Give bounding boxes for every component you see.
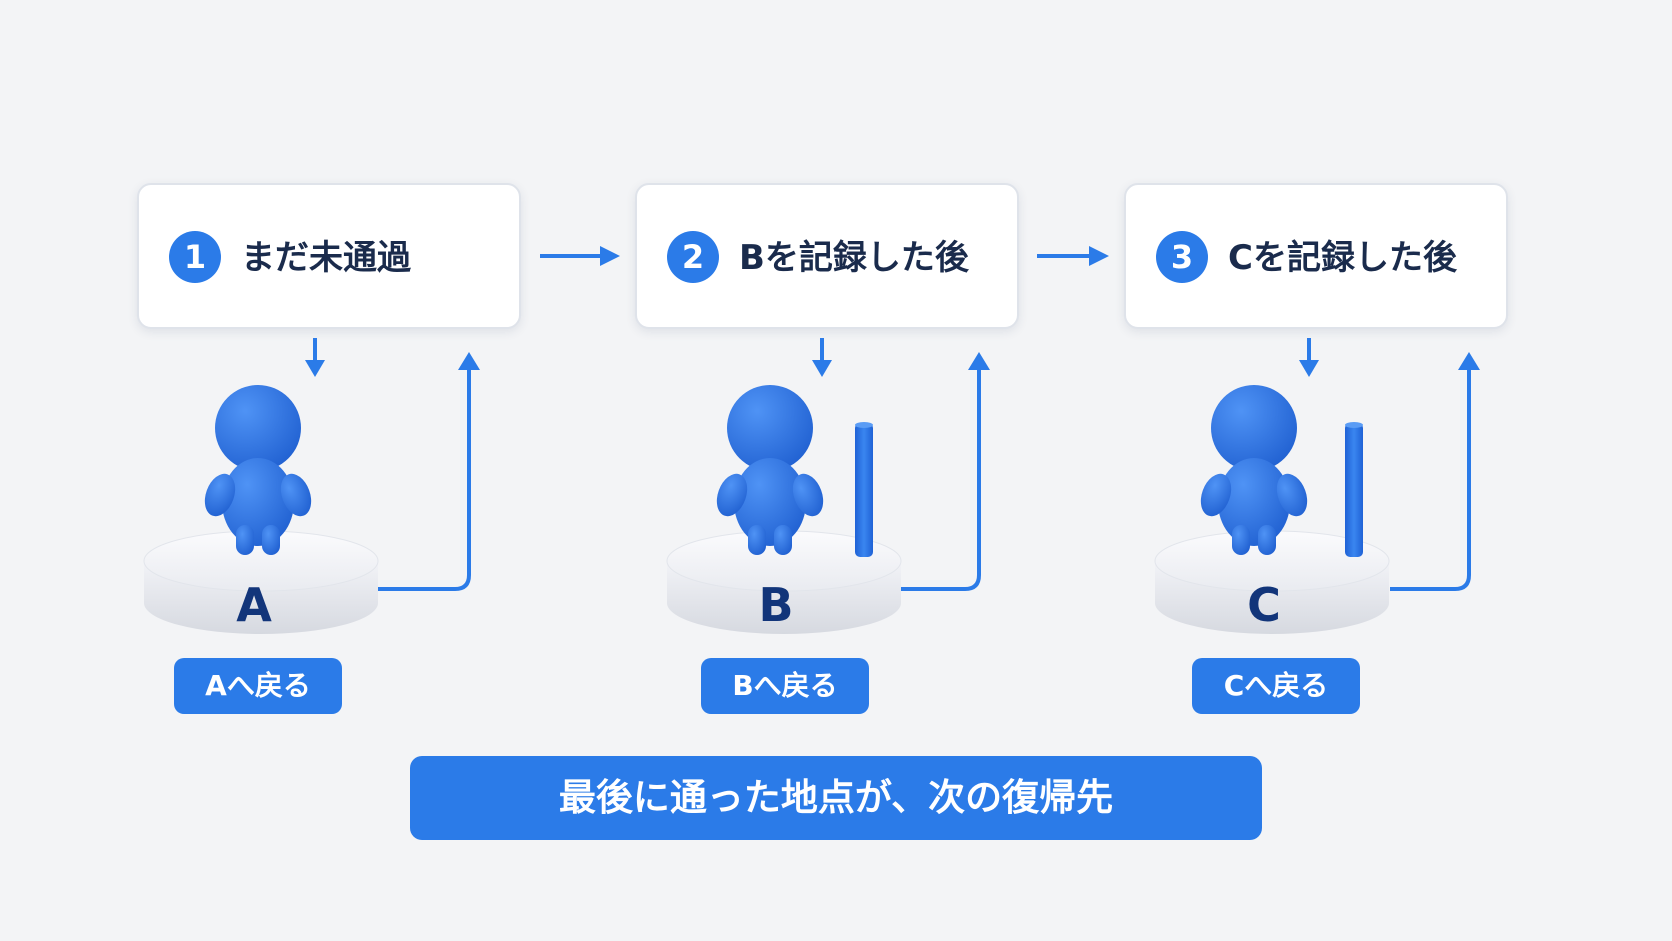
step-number-badge: 3 (1156, 231, 1208, 283)
step-number-badge: 2 (667, 231, 719, 283)
arrow-down-icon (812, 338, 832, 377)
point-letter-c: C (1247, 578, 1281, 632)
arrow-down-icon (1299, 338, 1319, 377)
return-to-b-button[interactable]: Bへ戻る (701, 658, 869, 714)
arrow-down-icon (305, 338, 325, 377)
step-label: Cを記録した後 (1228, 238, 1457, 278)
return-to-c-button[interactable]: Cへ戻る (1192, 658, 1360, 714)
step-card-2: 2 Bを記録した後 (635, 183, 1019, 329)
step-card-1: 1 まだ未通過 (137, 183, 521, 329)
step-card-3: 3 Cを記録した後 (1124, 183, 1508, 329)
summary-banner: 最後に通った地点が、次の復帰先 (410, 756, 1262, 840)
step-label: Bを記録した後 (739, 238, 969, 278)
record-marker-icon (855, 422, 873, 557)
record-marker-icon (1345, 422, 1363, 557)
return-to-a-button[interactable]: Aへ戻る (174, 658, 342, 714)
point-letter-a: A (236, 578, 272, 632)
person-figure-icon (1200, 385, 1308, 555)
return-arrow-icon (378, 352, 480, 591)
step-number-badge: 1 (169, 231, 221, 283)
return-arrow-icon (1390, 352, 1480, 591)
person-figure-icon (204, 385, 312, 555)
arrow-right-icon (1037, 246, 1109, 266)
person-figure-icon (716, 385, 824, 555)
arrow-right-icon (540, 246, 620, 266)
step-label: まだ未通過 (241, 238, 411, 278)
return-arrow-icon (900, 352, 990, 591)
point-letter-b: B (758, 578, 794, 632)
